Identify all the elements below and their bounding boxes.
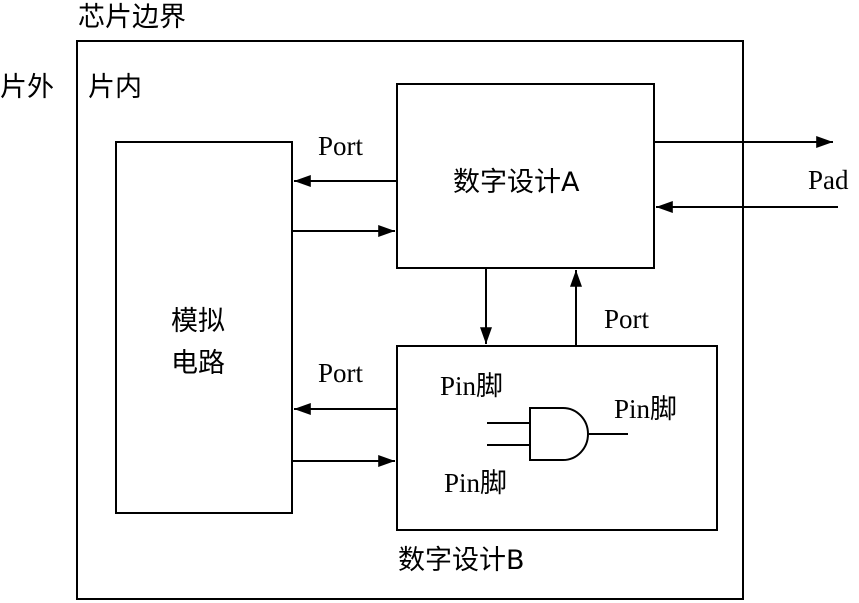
digital-design-a-block bbox=[396, 83, 655, 269]
digital-design-b-label: 数字设计B bbox=[398, 545, 525, 576]
on-chip-label: 片内 bbox=[88, 72, 142, 103]
pin-label-input-top: Pin脚 bbox=[440, 371, 503, 401]
port-label-b-analog: Port bbox=[318, 358, 364, 388]
digital-design-b-block bbox=[396, 345, 718, 531]
port-label-a-analog: Port bbox=[318, 131, 364, 161]
port-label-b-a: Port bbox=[604, 304, 650, 334]
analog-circuit-block bbox=[115, 141, 293, 514]
analog-circuit-label-line1: 模拟 bbox=[171, 306, 225, 337]
analog-circuit-label-line2: 电路 bbox=[171, 348, 225, 379]
digital-design-a-label: 数字设计A bbox=[453, 167, 580, 198]
chip-boundary-label: 芯片边界 bbox=[78, 2, 186, 33]
pad-label: Pad bbox=[808, 165, 849, 195]
chip-boundary-box bbox=[76, 40, 744, 600]
pin-label-input-bottom: Pin脚 bbox=[444, 468, 507, 498]
and-gate-icon bbox=[487, 407, 628, 461]
off-chip-label: 片外 bbox=[0, 72, 54, 103]
pin-label-output: Pin脚 bbox=[614, 394, 677, 424]
